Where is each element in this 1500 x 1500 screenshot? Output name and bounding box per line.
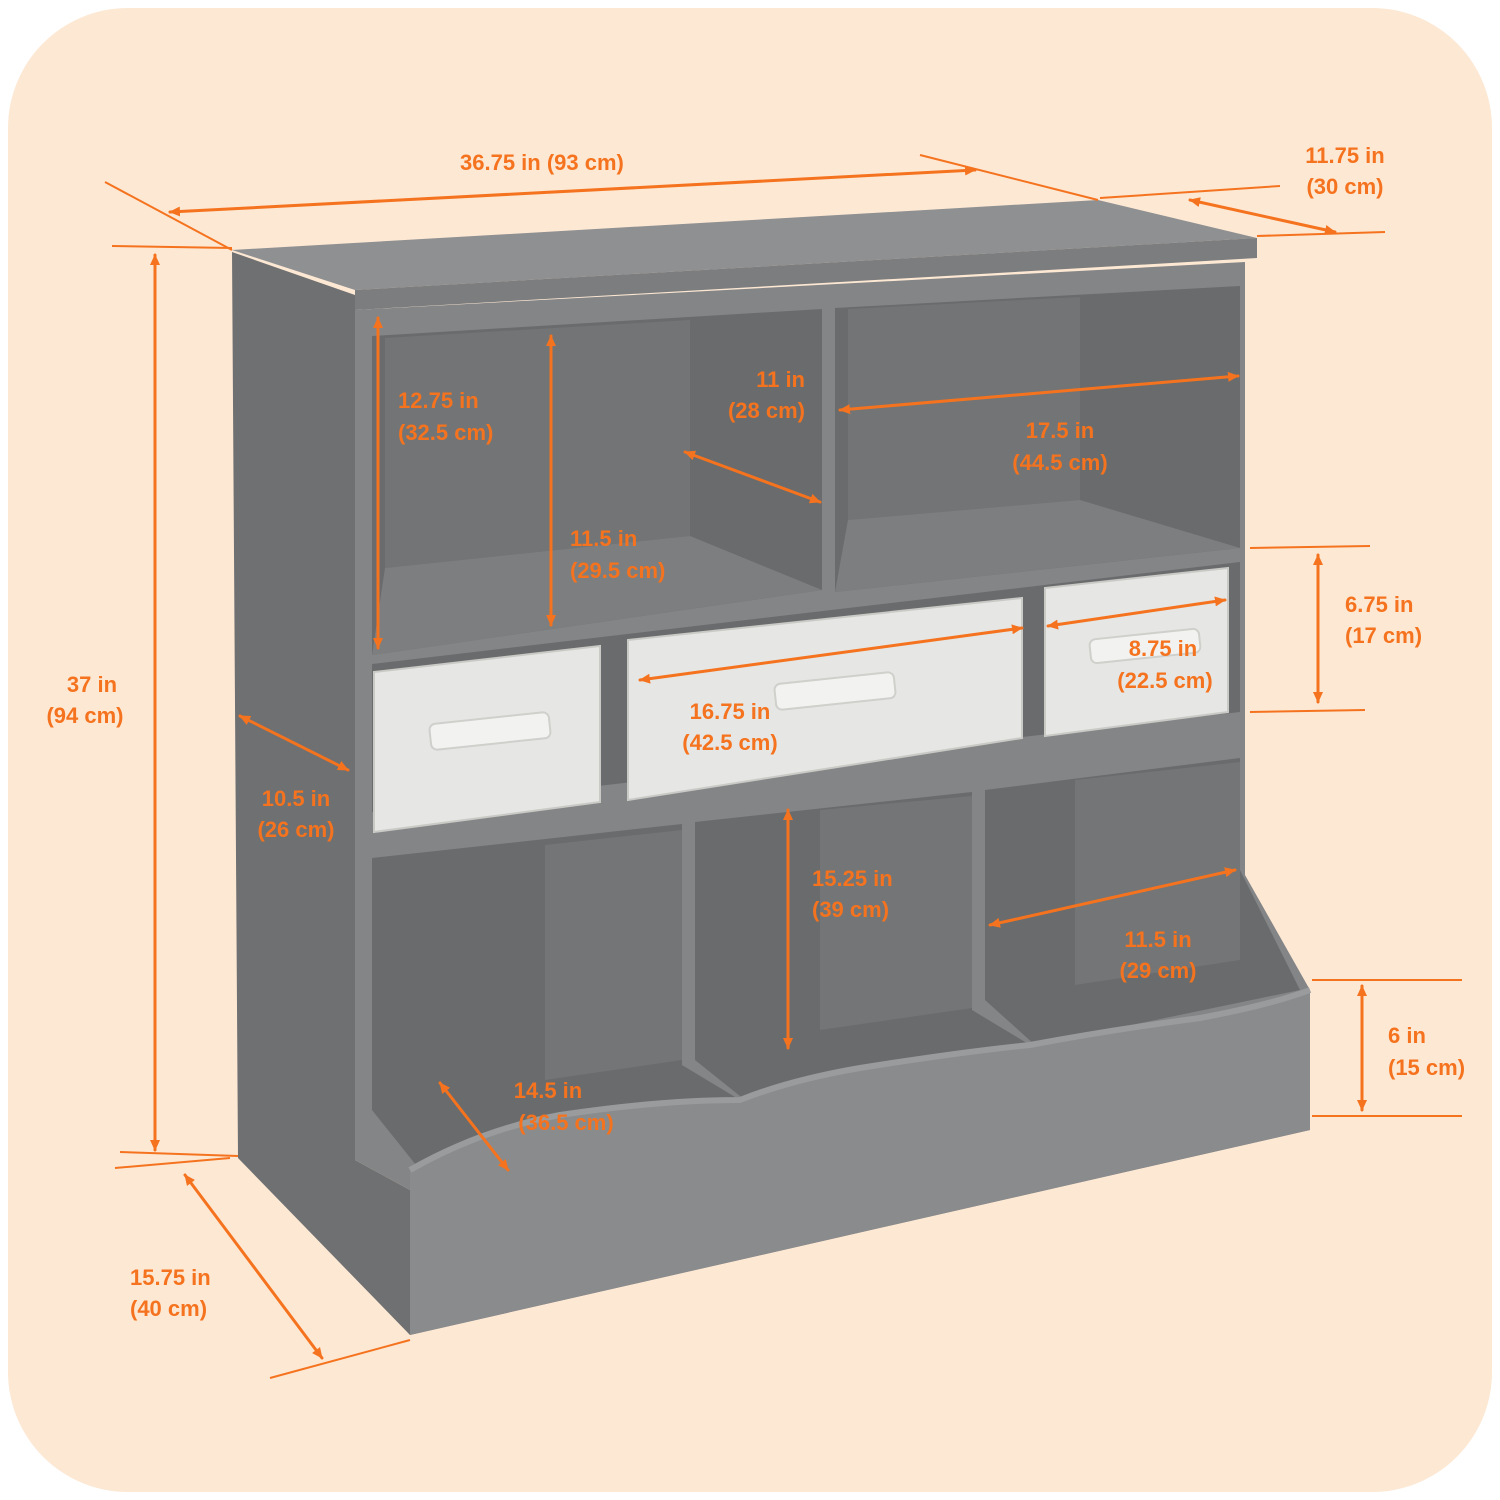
dimension-arrows xyxy=(150,165,1367,1360)
front-lip-height-in: 6 in xyxy=(1388,1023,1426,1048)
upper-right-width-cm: (44.5 cm) xyxy=(1012,450,1107,475)
lower-cubby-height-cm: (39 cm) xyxy=(812,897,889,922)
overall-depth-top-in: 11.75 in xyxy=(1305,143,1385,168)
base-depth-in: 15.75 in xyxy=(130,1265,211,1290)
upper-left-inner-height-cm: (29.5 cm) xyxy=(570,558,665,583)
upper-right-cubby-back xyxy=(848,297,1080,520)
dimension-labels: 36.75 in (93 cm) 11.75 in (30 cm) 37 in … xyxy=(46,143,1465,1321)
arrow-upper-right-width xyxy=(838,371,1240,415)
lower-cubby-depth-in: 14.5 in xyxy=(514,1078,582,1103)
cabinet-top xyxy=(232,200,1257,290)
cabinet-left-side xyxy=(232,252,410,1335)
front-lip-height-cm: (15 cm) xyxy=(1388,1055,1465,1080)
side-depth-cm: (26 cm) xyxy=(257,817,334,842)
lower-cubby-center-back xyxy=(820,796,972,1030)
upper-depth-in: 11 in xyxy=(756,367,805,392)
arrow-base-depth xyxy=(183,1173,324,1360)
side-depth-in: 10.5 in xyxy=(262,786,330,811)
arrow-lower-cubby-width xyxy=(988,867,1237,928)
large-bin-width-in: 16.75 in xyxy=(690,699,771,724)
cabinet-top-front-edge xyxy=(355,238,1257,310)
upper-depth-cm: (28 cm) xyxy=(728,398,805,423)
lower-cubby-left-back xyxy=(545,830,682,1080)
small-bin-width-cm: (22.5 cm) xyxy=(1117,668,1212,693)
bin-handle xyxy=(1088,627,1202,665)
overall-height-in: 37 in xyxy=(67,672,117,697)
bin-row-height-cm: (17 cm) xyxy=(1345,623,1422,648)
arrow-overall-depth-top xyxy=(1188,197,1337,235)
lower-cubby-height-in: 15.25 in xyxy=(812,866,893,891)
overall-width-label: 36.75 in (93 cm) xyxy=(460,150,624,175)
upper-left-inner-height-in: 11.5 in xyxy=(570,526,637,551)
lower-cubby-width-in: 11.5 in xyxy=(1124,927,1191,952)
upper-left-height-in: 12.75 in xyxy=(398,388,479,413)
arrow-large-bin-width xyxy=(638,624,1024,684)
upper-left-height-cm: (32.5 cm) xyxy=(398,420,493,445)
extension-lines xyxy=(104,154,1462,1379)
upper-left-cubby-back xyxy=(385,320,690,568)
large-bin-width-cm: (42.5 cm) xyxy=(682,730,777,755)
upper-right-width-in: 17.5 in xyxy=(1026,418,1094,443)
bin-row-height-in: 6.75 in xyxy=(1345,592,1413,617)
lower-cubby-width-cm: (29 cm) xyxy=(1119,958,1196,983)
base-depth-cm: (40 cm) xyxy=(130,1296,207,1321)
storage-cabinet xyxy=(232,200,1312,1335)
fabric-bin-left[interactable] xyxy=(373,644,601,834)
front-scalloped-lip xyxy=(410,990,1310,1335)
bin-handle xyxy=(428,711,552,751)
arrow-upper-depth xyxy=(683,450,822,504)
arrow-small-bin-width xyxy=(1046,596,1227,630)
lower-cubby-depth-cm: (36.5 cm) xyxy=(518,1110,613,1135)
arrow-side-depth xyxy=(238,714,350,772)
arrow-overall-width xyxy=(168,165,977,217)
arrow-lower-cubby-depth xyxy=(438,1081,510,1172)
overall-height-cm: (94 cm) xyxy=(46,703,123,728)
upper-right-cubby-floor xyxy=(835,500,1240,592)
small-bin-width-in: 8.75 in xyxy=(1129,636,1197,661)
upper-left-cubby-floor xyxy=(372,536,822,655)
overall-depth-top-cm: (30 cm) xyxy=(1306,174,1383,199)
